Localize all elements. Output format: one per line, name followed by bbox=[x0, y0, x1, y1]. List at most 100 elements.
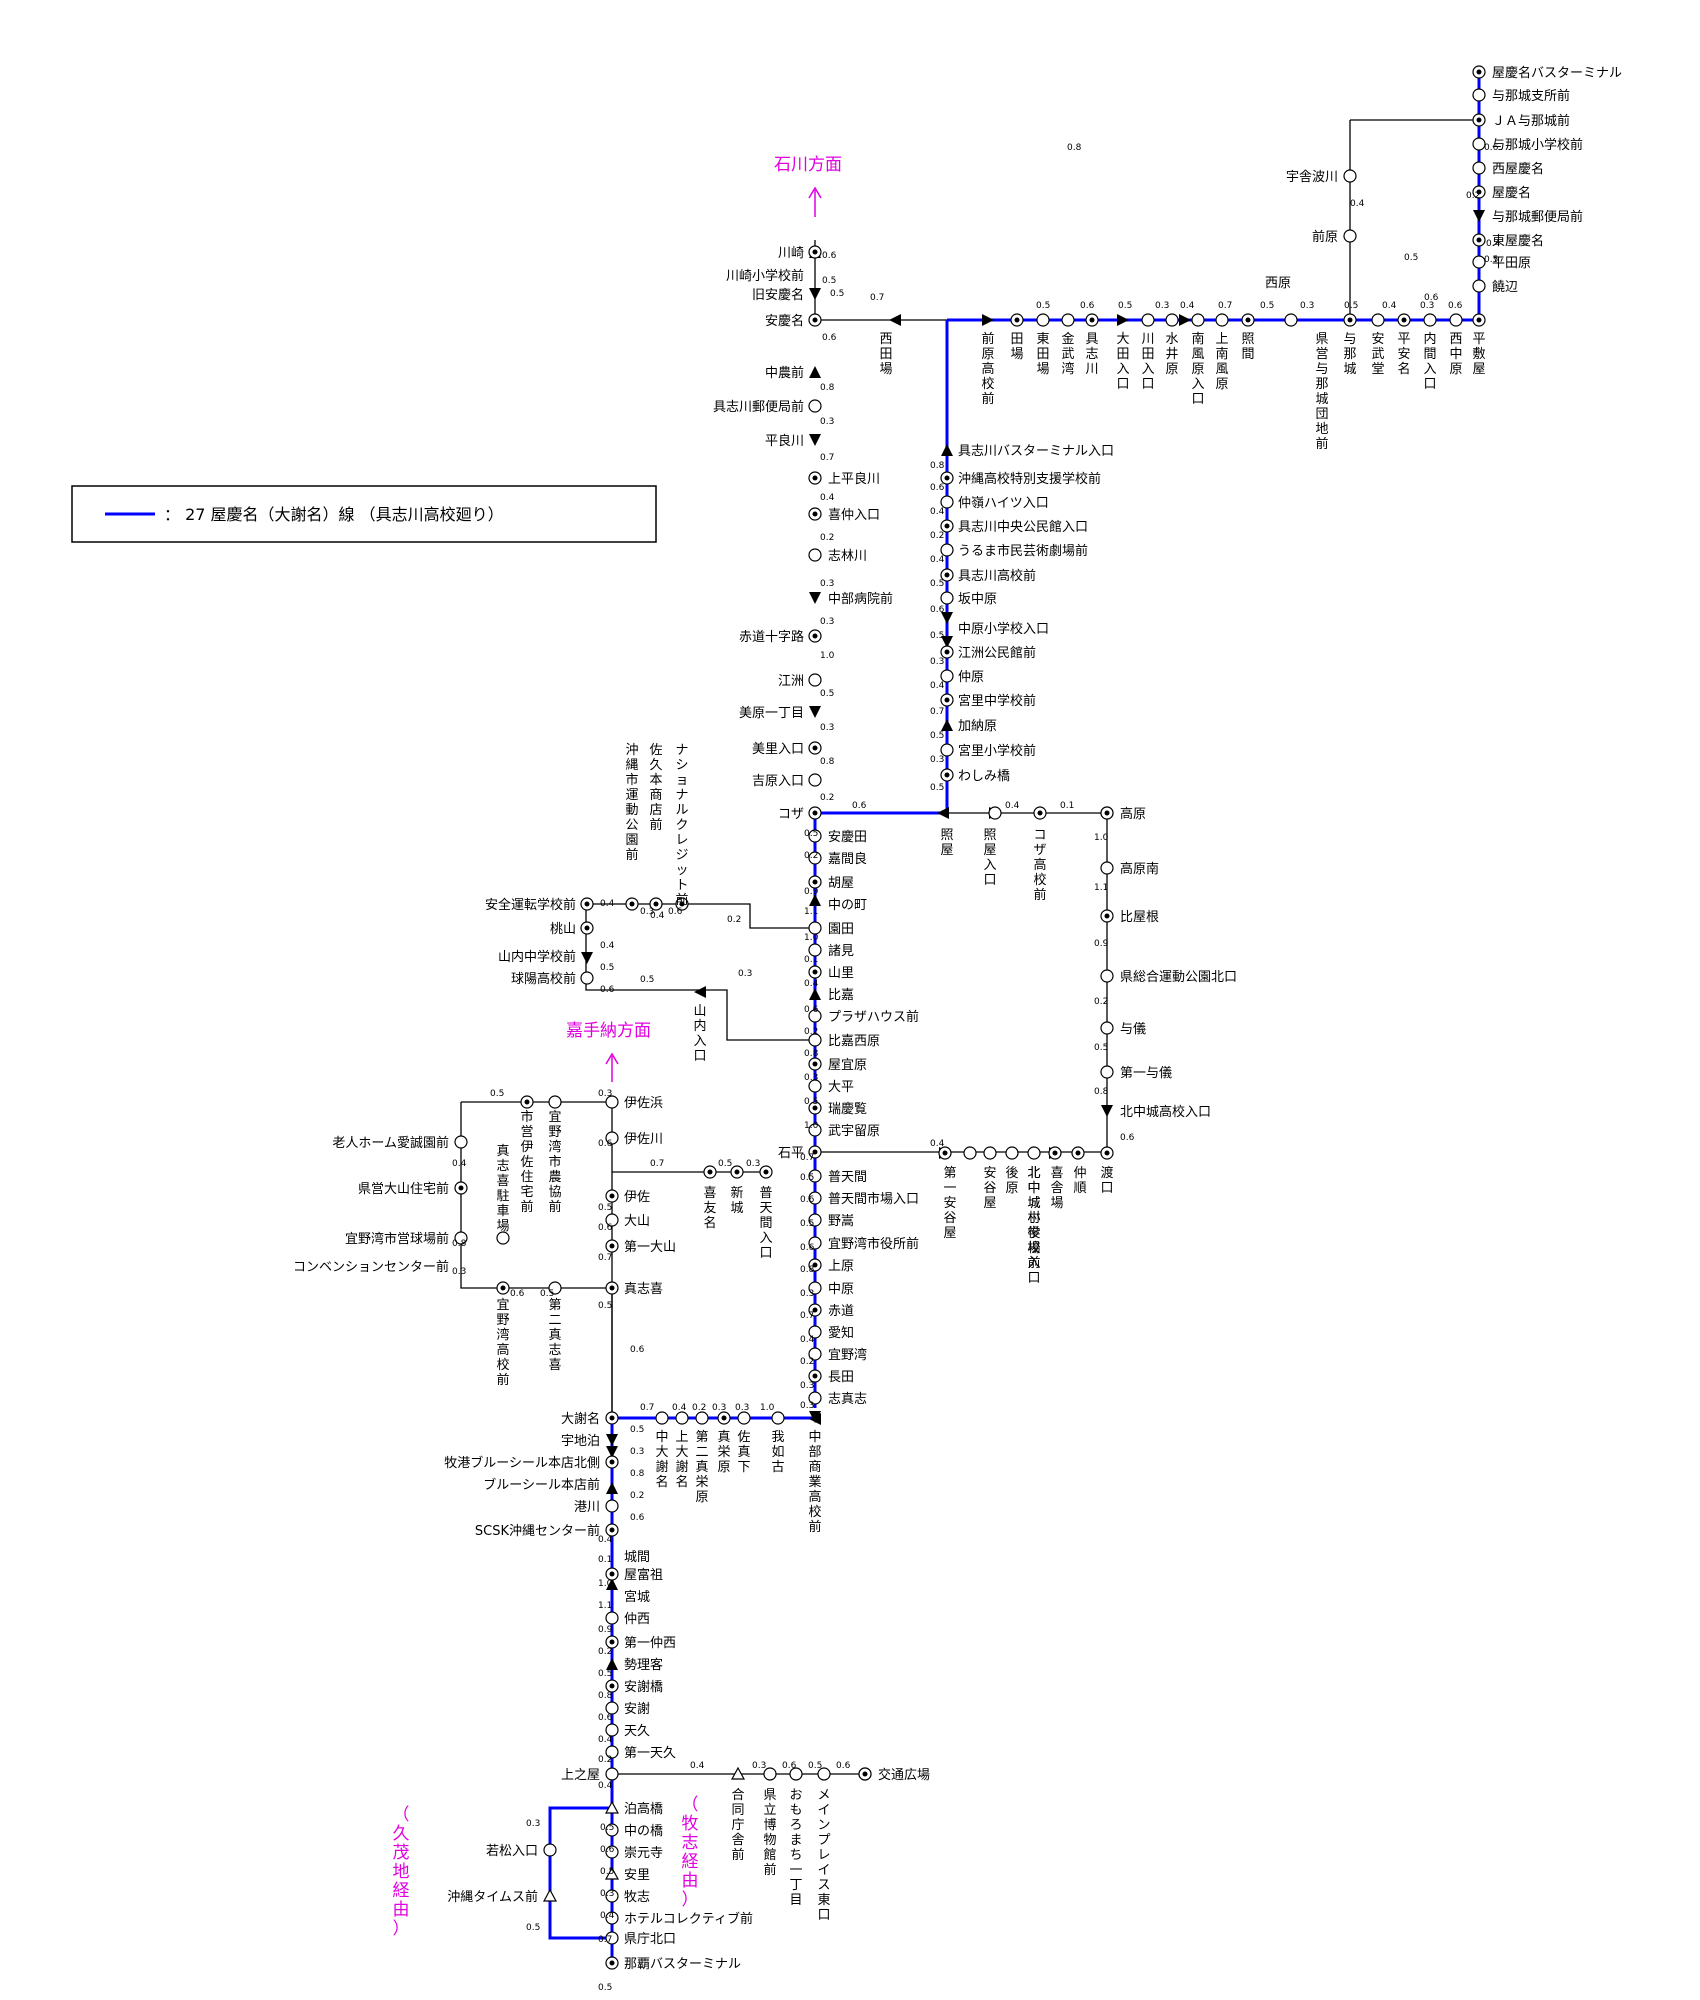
station-label: ブルーシール本店前 bbox=[483, 1477, 600, 1493]
direction-arrow-icon bbox=[606, 1482, 618, 1494]
svg-text:商: 商 bbox=[649, 788, 662, 803]
station-label: 嘉間良 bbox=[828, 851, 867, 867]
svg-text:照: 照 bbox=[1241, 332, 1254, 347]
distance-label: 1.0 bbox=[804, 933, 819, 943]
svg-text:場: 場 bbox=[496, 1219, 509, 1234]
svg-text:照: 照 bbox=[940, 828, 953, 843]
station-label: 普天間市場入口 bbox=[828, 1191, 919, 1207]
svg-text:市: 市 bbox=[548, 1154, 561, 1170]
station-marker bbox=[940, 591, 954, 605]
svg-text:屋: 屋 bbox=[943, 1226, 956, 1241]
distance-label: 0.4 bbox=[1486, 239, 1501, 249]
svg-text:与: 与 bbox=[1343, 332, 1356, 347]
svg-text:ナ: ナ bbox=[675, 743, 688, 758]
svg-text:佐: 佐 bbox=[520, 1155, 533, 1170]
distance-label: 0.4 bbox=[1382, 301, 1397, 311]
station-marker bbox=[543, 1843, 557, 1857]
svg-text:牧: 牧 bbox=[682, 1814, 699, 1834]
distance-label: 0.3 bbox=[640, 907, 654, 917]
svg-text:車: 車 bbox=[496, 1204, 509, 1219]
station-label: 赤道 bbox=[828, 1304, 854, 1319]
svg-text:一: 一 bbox=[789, 1863, 802, 1878]
station-marker bbox=[695, 1411, 709, 1425]
svg-text:真: 真 bbox=[695, 1460, 708, 1475]
distance-label: 0.5 bbox=[1036, 301, 1050, 311]
svg-text:西: 西 bbox=[879, 332, 892, 347]
distance-label: 0.6 bbox=[800, 1243, 815, 1253]
station-marker bbox=[1215, 313, 1229, 327]
station-label: 西屋慶名 bbox=[1492, 161, 1544, 177]
station-marker bbox=[605, 1095, 619, 1109]
svg-text:ジ: ジ bbox=[675, 848, 688, 863]
distance-label: 0.3 bbox=[804, 1073, 818, 1083]
svg-text:学: 学 bbox=[1027, 1225, 1040, 1241]
distance-label: 0.5 bbox=[718, 1159, 732, 1169]
svg-text:中: 中 bbox=[1027, 1181, 1040, 1196]
svg-text:志: 志 bbox=[682, 1833, 699, 1853]
station-marker bbox=[808, 1169, 822, 1183]
station-label: 安全運転学校前 bbox=[485, 897, 576, 913]
distance-label: 0.8 bbox=[820, 383, 835, 393]
svg-text:前: 前 bbox=[520, 1199, 533, 1215]
distance-label: 0.6 bbox=[1424, 293, 1439, 303]
distance-label: 0.6 bbox=[822, 251, 837, 261]
svg-text:真: 真 bbox=[548, 1328, 561, 1343]
svg-text:志: 志 bbox=[548, 1343, 561, 1358]
distance-label: 0.5 bbox=[1118, 301, 1132, 311]
distance-label: 0.4 bbox=[930, 681, 945, 691]
distance-label: 0.3 bbox=[1300, 301, 1314, 311]
distance-label: 0.3 bbox=[1155, 301, 1169, 311]
distance-label: 0.5 bbox=[804, 829, 818, 839]
svg-text:第: 第 bbox=[943, 1166, 956, 1181]
station-label: 屋富祖 bbox=[624, 1567, 663, 1583]
svg-text:宜: 宜 bbox=[496, 1298, 509, 1313]
direction-arrow-icon bbox=[889, 314, 901, 326]
station-marker bbox=[789, 1767, 803, 1781]
station-marker bbox=[1472, 279, 1486, 293]
direction-arrow-icon bbox=[941, 444, 953, 456]
svg-text:湾: 湾 bbox=[496, 1327, 509, 1343]
station-label: 屋慶名バスターミナル bbox=[1492, 65, 1622, 81]
svg-text:宅: 宅 bbox=[520, 1185, 533, 1200]
station-label: 北中城高校入口 bbox=[1120, 1104, 1211, 1120]
station-label: ＪＡ与那城前 bbox=[1492, 113, 1570, 129]
station-label: 中原 bbox=[828, 1282, 854, 1297]
station-label-vertical: 後原 bbox=[1005, 1166, 1018, 1196]
svg-text:東: 東 bbox=[1036, 331, 1049, 347]
svg-text:本: 本 bbox=[649, 773, 662, 788]
svg-text:谷: 谷 bbox=[943, 1211, 956, 1226]
distance-label: 0.6 bbox=[782, 1761, 797, 1771]
svg-text:那: 那 bbox=[1343, 347, 1356, 362]
station-label: 江洲公民館前 bbox=[958, 645, 1036, 661]
distance-label: 0.2 bbox=[1466, 191, 1480, 201]
svg-text:公: 公 bbox=[625, 818, 638, 833]
svg-text:北: 北 bbox=[1027, 1166, 1040, 1181]
station-label: 若松入口 bbox=[486, 1843, 538, 1859]
svg-text:第: 第 bbox=[695, 1430, 708, 1445]
station-label: 山里 bbox=[828, 966, 854, 981]
station-label: コンベンションセンター前 bbox=[293, 1259, 449, 1275]
station-label: 安里 bbox=[624, 1868, 650, 1883]
station-marker bbox=[605, 1723, 619, 1737]
svg-text:県: 県 bbox=[763, 1788, 776, 1803]
station-marker bbox=[675, 1411, 689, 1425]
station-label: 喜仲入口 bbox=[828, 508, 880, 523]
svg-text:ナ: ナ bbox=[675, 788, 688, 803]
svg-text:久: 久 bbox=[393, 1824, 410, 1844]
distance-label: 0.4 bbox=[820, 493, 835, 503]
svg-text:）: ） bbox=[393, 1919, 410, 1939]
distance-label: 0.6 bbox=[510, 1289, 525, 1299]
svg-text:名: 名 bbox=[655, 1474, 668, 1490]
svg-text:ザ: ザ bbox=[1033, 843, 1046, 858]
svg-text:仲: 仲 bbox=[1073, 1166, 1086, 1181]
distance-label: 0.5 bbox=[930, 731, 944, 741]
distance-label: 0.2 bbox=[820, 793, 834, 803]
station-label-vertical: 喜舎場 bbox=[1050, 1166, 1063, 1211]
direction-arrow-icon bbox=[809, 434, 821, 446]
direction-arrow-icon bbox=[606, 1446, 618, 1458]
distance-label: 0.8 bbox=[930, 461, 945, 471]
svg-text:入: 入 bbox=[759, 1231, 772, 1246]
